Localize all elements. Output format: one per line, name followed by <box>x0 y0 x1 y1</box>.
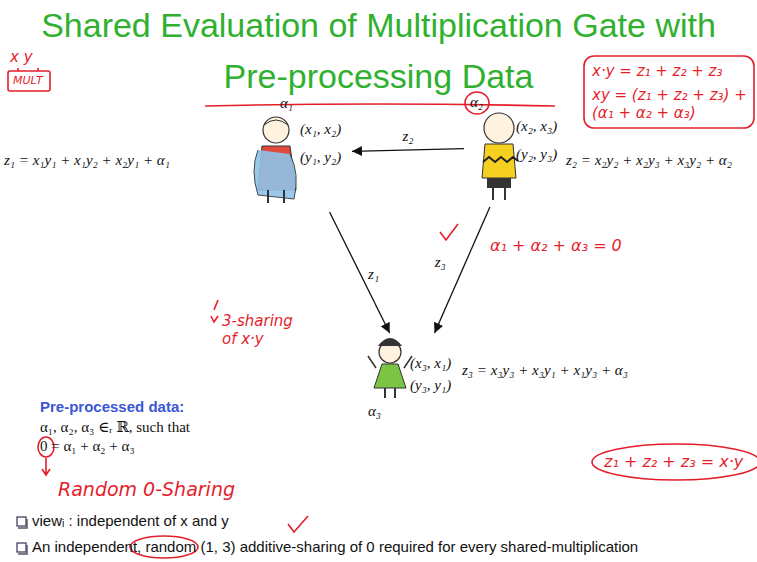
handwritten-note: z₁ + z₂ + z₃ = x·y <box>604 452 743 471</box>
message-arrow <box>330 212 390 333</box>
party-figure <box>482 113 518 200</box>
edge-label: z₃ <box>433 254 448 271</box>
handwritten-note: xy = (z₁ + z₂ + z₃) + (α₁ + α₂ + α₃) <box>592 86 752 122</box>
message-arrow <box>352 149 464 152</box>
share-pair: (y₁, y₂) <box>300 149 341 166</box>
slide-text: Pre-processed data: <box>40 398 184 415</box>
share-pair: (y₃, y₁) <box>410 377 451 394</box>
share-pair: (x₃, x₁) <box>410 355 451 372</box>
slide-text: z₂ = x₂y₂ + x₂y₃ + x₃y₂ + α₂ <box>566 152 756 169</box>
random-value: α₂ <box>470 94 483 111</box>
handwritten-note: x·y = z₁ + z₂ + z₃ <box>592 62 723 80</box>
party-figure <box>254 117 296 203</box>
slide-text: An independent, random (1, 3) additive-s… <box>32 538 638 555</box>
share-pair: (y₂, y₃) <box>516 146 557 163</box>
annotation-marks <box>8 56 757 558</box>
edge-label: z₂ <box>400 128 415 145</box>
edge-label: z₁ <box>366 266 381 283</box>
slide-text: α₁, α₂, α₃ ∈ᵣ ℝ, such that <box>40 418 190 436</box>
slide-text: 0 = α₁ + α₂ + α₃ <box>40 438 135 455</box>
random-value: α₁ <box>280 95 293 112</box>
handwritten-note: Random 0-Sharing <box>58 478 235 500</box>
handwritten-note: x y <box>10 48 33 66</box>
slide-text: viewᵢ : independent of x and y <box>32 512 229 529</box>
share-pair: (x₁, x₂) <box>300 121 341 138</box>
party-node: α₁ (x₁, x₂) (y₁, y₂) <box>250 95 350 210</box>
handwritten-note: MULT <box>13 74 43 87</box>
party-node: α₂ (x₂, x₃) (y₂, y₃) <box>466 90 566 205</box>
slide-text: z₁ = x₁y₁ + x₁y₂ + x₂y₁ + α₁ <box>4 152 170 169</box>
party-node: (x₃, x₁) (y₃, y₁) α₃ <box>366 335 461 427</box>
handwritten-note: 3-sharing of x·y <box>222 312 312 348</box>
handwritten-note: α₁ + α₂ + α₃ = 0 <box>490 236 622 255</box>
random-value: α₃ <box>368 403 381 420</box>
party-figure <box>368 338 412 398</box>
bullet-box <box>17 517 27 554</box>
slide-text: z₃ = x₃y₃ + x₃y₁ + x₁y₃ + α₃ <box>462 362 628 379</box>
share-pair: (x₂, x₃) <box>516 118 557 135</box>
